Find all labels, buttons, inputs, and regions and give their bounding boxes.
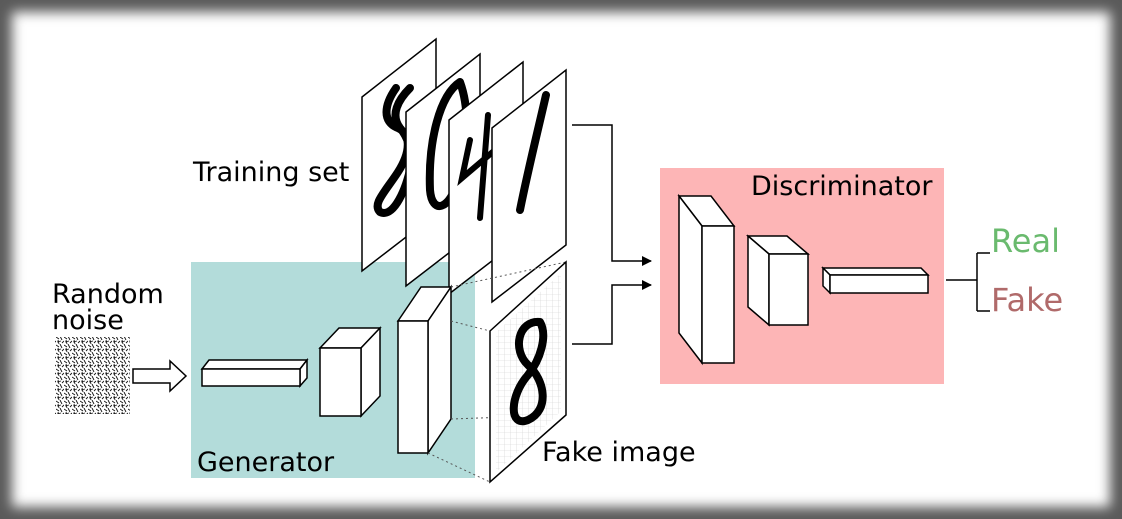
output-bracket — [946, 252, 990, 312]
random-noise-label-line2: noise — [52, 305, 124, 336]
training-set-stack — [361, 37, 567, 304]
training-set-label: Training set — [192, 157, 349, 188]
training-card-4 — [491, 68, 567, 304]
training-digit-1 — [373, 84, 415, 217]
noise-to-generator-arrow — [132, 359, 188, 393]
output-fake-label: Fake — [991, 281, 1063, 319]
fake-to-discriminator-connector — [572, 280, 652, 345]
training-digit-4 — [516, 91, 550, 214]
training-digit-3 — [457, 112, 498, 221]
random-noise-image — [55, 337, 130, 414]
discriminator-layer-1 — [677, 193, 736, 366]
random-noise-label-line1: Random — [52, 279, 164, 310]
discriminator-layer-2 — [745, 234, 811, 327]
fake-digit — [509, 318, 548, 426]
discriminator-label: Discriminator — [751, 171, 933, 202]
generator-layer-3 — [396, 284, 453, 456]
fake-image-card — [489, 260, 567, 484]
output-real-label: Real — [991, 222, 1060, 260]
generator-label: Generator — [197, 447, 335, 478]
training-to-discriminator-connector — [572, 124, 652, 266]
generator-layer-2 — [318, 326, 382, 418]
fake-image-label: Fake image — [542, 437, 696, 468]
generator-layer-1 — [200, 357, 309, 388]
discriminator-layer-3 — [821, 266, 930, 295]
